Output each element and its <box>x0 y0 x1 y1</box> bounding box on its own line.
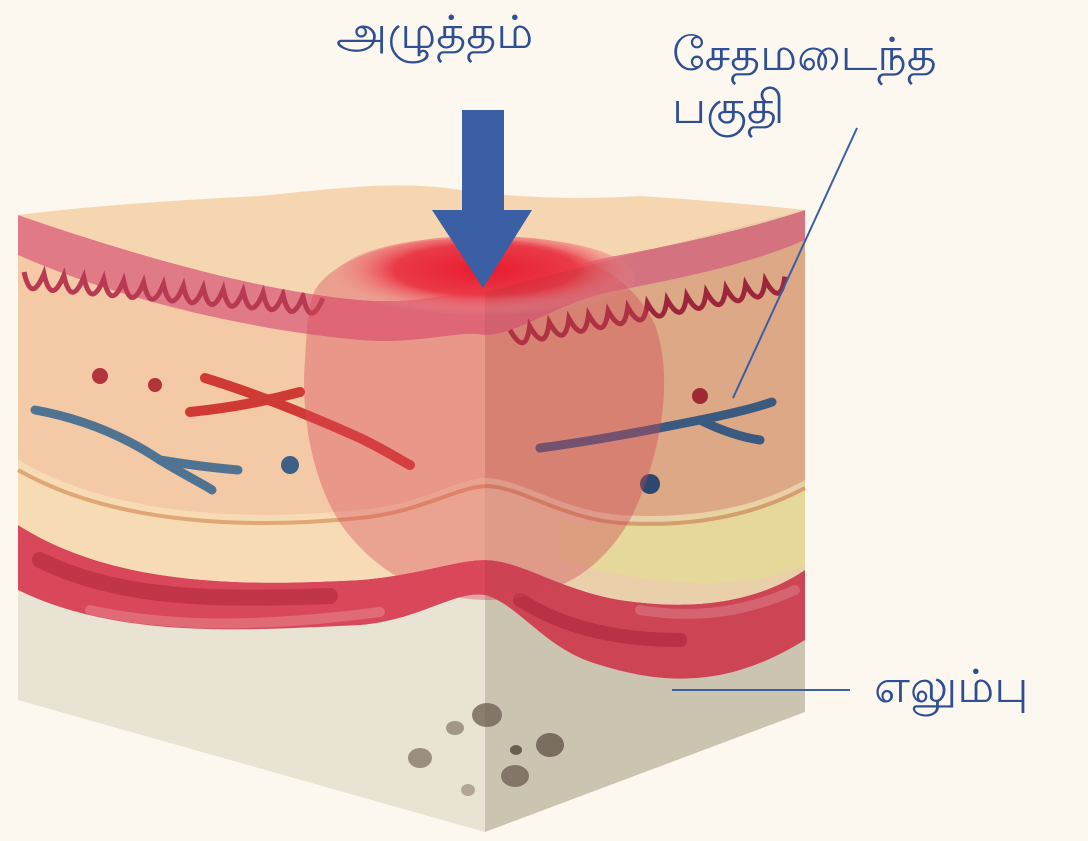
bone-pore <box>461 784 475 796</box>
pressure-label: அழுத்தம் <box>336 6 533 59</box>
block-shadow <box>485 210 805 832</box>
bone-pore <box>408 748 432 768</box>
damaged-area-label: சேதமடைந்த பகுதி <box>672 28 937 134</box>
bone-label: எலும்பு <box>874 660 1029 713</box>
bone-pore <box>446 721 464 735</box>
damaged-area-label-line1: சேதமடைந்த <box>672 28 937 81</box>
damaged-area-label-line2: பகுதி <box>672 81 937 134</box>
